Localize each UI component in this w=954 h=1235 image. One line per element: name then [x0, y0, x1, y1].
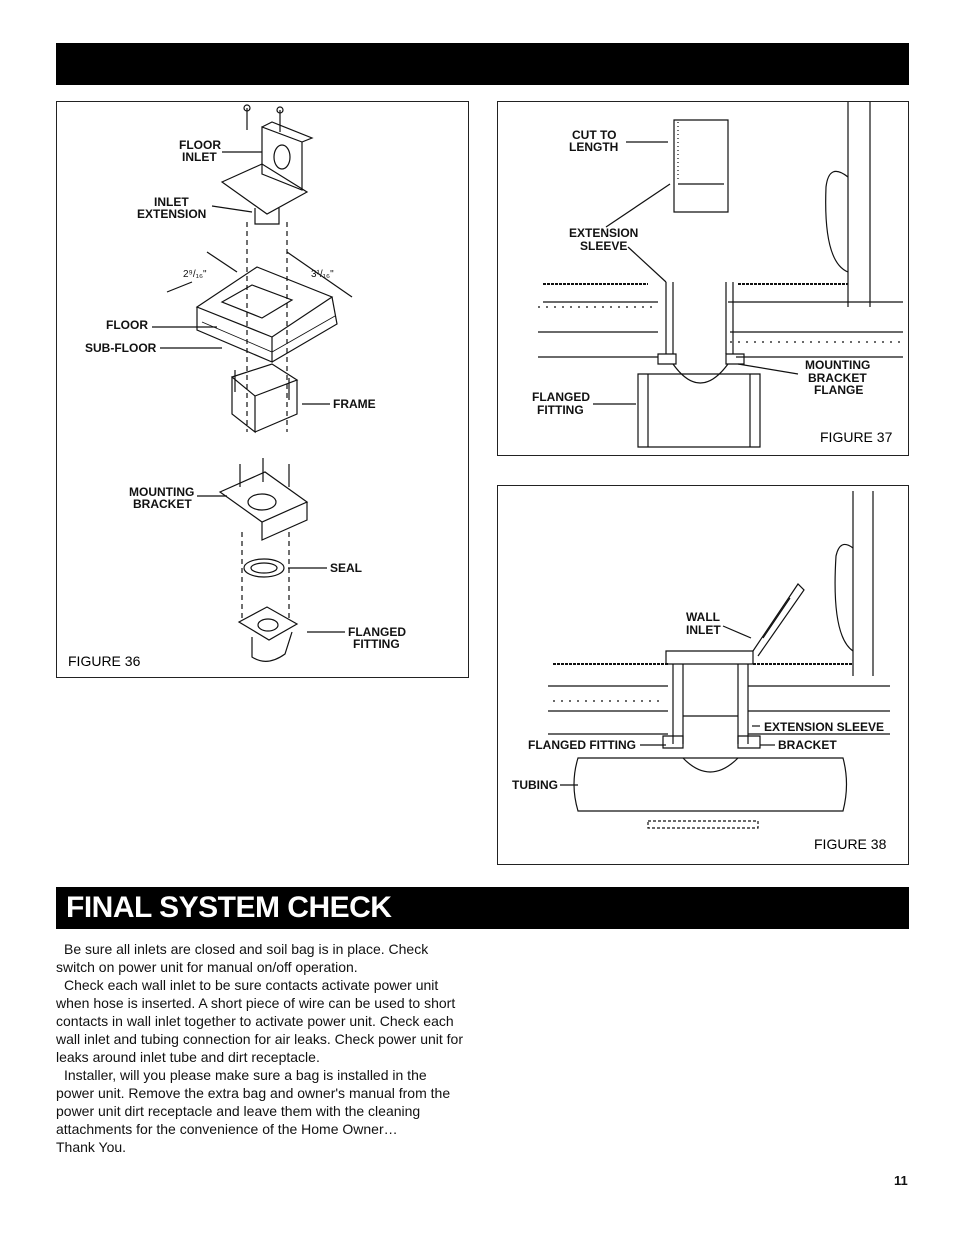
label-flanged-fitting-37-1: FLANGED: [532, 390, 590, 404]
section-body: Be sure all inlets are closed and soil b…: [56, 940, 468, 1156]
label-flanged-fitting-1: FLANGED: [348, 625, 406, 639]
label-mounting-bracket-2: BRACKET: [133, 497, 192, 511]
label-flanged-fitting-38: FLANGED FITTING: [528, 738, 636, 752]
label-wall-inlet-2: INLET: [686, 623, 721, 637]
label-sub-floor: SUB-FLOOR: [85, 341, 157, 355]
label-mounting-bracket-1: MOUNTING: [129, 485, 194, 499]
figure-36-caption: FIGURE 36: [68, 653, 141, 669]
paragraph-1: Be sure all inlets are closed and soil b…: [56, 941, 429, 975]
label-tubing: TUBING: [512, 778, 558, 792]
label-floor-inlet-2: INLET: [182, 150, 217, 164]
closing-line: Thank You.: [56, 1139, 127, 1155]
label-mounting-bracket-flange-3: FLANGE: [814, 383, 863, 397]
figure-36: FLOOR INLET INLET EXTENSION 2⁹/₁₆" 3¹/₁₆…: [56, 101, 469, 678]
label-floor-inlet-1: FLOOR: [179, 138, 221, 152]
label-mounting-bracket-flange-2: BRACKET: [808, 371, 867, 385]
label-inlet-extension-2: EXTENSION: [137, 207, 206, 221]
figure-37: CUT TO LENGTH EXTENSION SLEEVE MOUNTING …: [497, 101, 909, 456]
label-flanged-fitting-37-2: FITTING: [537, 403, 584, 417]
figure-37-caption: FIGURE 37: [820, 429, 893, 445]
figure-37-drawing: CUT TO LENGTH EXTENSION SLEEVE MOUNTING …: [532, 102, 903, 448]
label-extension-sleeve-2: SLEEVE: [580, 239, 627, 253]
label-extension-sleeve: EXTENSION SLEEVE: [764, 720, 884, 734]
label-cut-to-length-1: CUT TO: [572, 128, 616, 142]
label-dim-right: 3¹/₁₆": [311, 269, 334, 280]
paragraph-3: Installer, will you please make sure a b…: [56, 1067, 451, 1137]
label-inlet-extension-1: INLET: [154, 195, 189, 209]
label-dim-left: 2⁹/₁₆": [183, 269, 207, 280]
label-wall-inlet-1: WALL: [686, 610, 720, 624]
figure-38: WALL INLET EXTENSION SLEEVE FLANGED FITT…: [497, 485, 909, 865]
figure-38-drawing: WALL INLET EXTENSION SLEEVE FLANGED FITT…: [512, 491, 890, 852]
section-header: FINAL SYSTEM CHECK: [56, 887, 909, 929]
page-number: 11: [894, 1173, 908, 1188]
header-bar: [56, 43, 909, 85]
paragraph-2: Check each wall inlet to be sure contact…: [56, 977, 463, 1065]
figure-38-caption: FIGURE 38: [814, 836, 887, 852]
label-flanged-fitting-2: FITTING: [353, 637, 400, 651]
section-title: FINAL SYSTEM CHECK: [66, 891, 392, 924]
label-seal: SEAL: [330, 561, 362, 575]
label-floor: FLOOR: [106, 318, 148, 332]
label-extension-sleeve-1: EXTENSION: [569, 226, 638, 240]
figure-36-drawing: FLOOR INLET INLET EXTENSION 2⁹/₁₆" 3¹/₁₆…: [68, 104, 406, 669]
label-bracket: BRACKET: [778, 738, 837, 752]
label-mounting-bracket-flange-1: MOUNTING: [805, 358, 870, 372]
label-frame: FRAME: [333, 397, 376, 411]
label-cut-to-length-2: LENGTH: [569, 140, 618, 154]
